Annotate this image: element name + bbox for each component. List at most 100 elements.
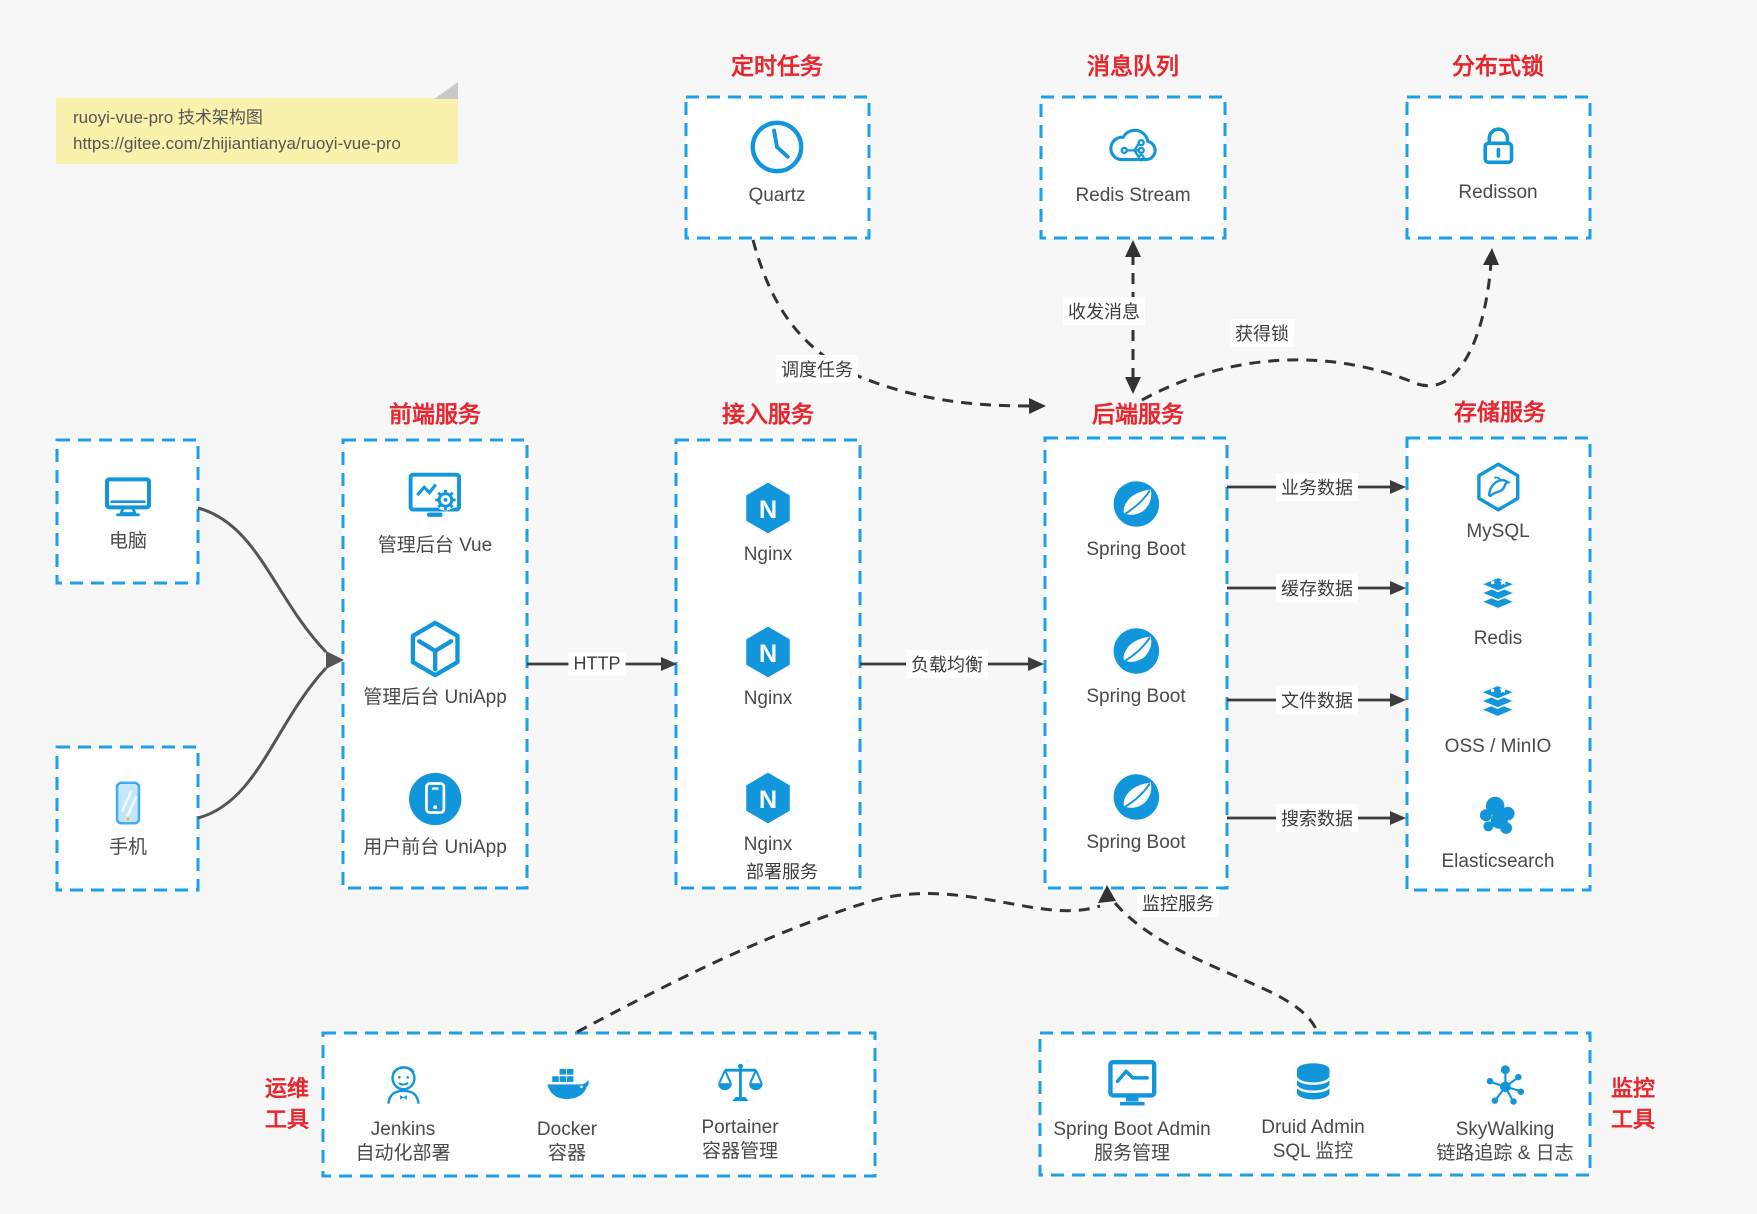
edge-computer-frontend — [197, 506, 328, 654]
monitor-chart-icon — [1107, 1059, 1157, 1106]
title-monitoring-tools: 监控 工具 — [1611, 1073, 1655, 1135]
note-fold-corner — [434, 82, 458, 99]
node-label: Elasticsearch — [1441, 851, 1555, 872]
node-label: Jenkins — [370, 1119, 436, 1140]
jenkins-icon — [386, 1066, 420, 1104]
node-docker: Docker 容器 — [537, 1060, 597, 1166]
node-nginx-3: N Nginx — [739, 769, 797, 857]
node-redis-stream: Redis Stream — [1075, 116, 1191, 208]
edge-label-send-receive-message: 收发消息 — [1063, 297, 1145, 325]
edge-label-load-balance: 负载均衡 — [906, 650, 988, 678]
title-access: 接入服务 — [722, 401, 814, 427]
node-portainer: Portainer 容器管理 — [701, 1058, 779, 1164]
node-spring-boot-admin: Spring Boot Admin 服务管理 — [1053, 1056, 1211, 1166]
edge-schedule-task — [751, 239, 1031, 408]
node-jenkins: Jenkins 自动化部署 — [355, 1058, 451, 1166]
node-label: 电脑 — [108, 531, 147, 552]
nginx-icon: N — [746, 626, 790, 678]
node-admin-uniapp: 管理后台 UniApp — [363, 618, 507, 710]
note-url: https://gitee.com/zhijiantianya/ruoyi-vu… — [73, 134, 401, 153]
node-label: 用户前台 UniApp — [363, 837, 507, 858]
node-spring-boot-1: Spring Boot — [1086, 476, 1186, 562]
title-lock: 分布式锁 — [1452, 53, 1544, 79]
node-label: 管理后台 UniApp — [363, 687, 507, 708]
elasticsearch-icon — [1479, 796, 1515, 834]
node-label: MySQL — [1466, 521, 1530, 542]
node-oss-minio: OSS / MinIO — [1444, 673, 1552, 759]
node-druid-admin: Druid Admin SQL 监控 — [1261, 1058, 1365, 1164]
title-ops-tools: 运维 工具 — [265, 1073, 309, 1135]
nginx-icon: N — [746, 482, 790, 534]
title-mq: 消息队列 — [1087, 53, 1179, 79]
monitor-gear-icon — [408, 472, 462, 517]
node-label: Spring Boot — [1086, 832, 1186, 853]
node-skywalking: SkyWalking 链路追踪 & 日志 — [1436, 1060, 1574, 1166]
node-label: Nginx — [743, 834, 793, 855]
node-label: Redisson — [1458, 182, 1538, 203]
smartphone-icon — [115, 781, 141, 825]
box-computer — [55, 438, 200, 585]
storage-stack-icon — [1479, 684, 1517, 718]
client-arrows — [197, 506, 328, 820]
node-label: Nginx — [743, 688, 793, 709]
node-label: Spring Boot — [1086, 539, 1186, 560]
edge-deploy-service — [576, 892, 1101, 1034]
node-label: Redis — [1473, 628, 1523, 649]
nginx-icon: N — [746, 772, 790, 824]
node-nginx-1: N Nginx — [739, 479, 797, 567]
title-frontend: 前端服务 — [389, 401, 481, 427]
box-lock — [1405, 95, 1592, 240]
box-mq — [1039, 95, 1227, 240]
node-user-uniapp: 用户前台 UniApp — [363, 768, 507, 860]
phone-circle-icon — [408, 772, 462, 826]
node-elasticsearch: Elasticsearch — [1442, 790, 1555, 874]
uniapp-cube-icon — [410, 620, 460, 678]
edge-label-search-data: 搜索数据 — [1276, 804, 1358, 832]
node-nginx-2: N Nginx — [739, 623, 797, 711]
network-graph-icon — [1486, 1065, 1524, 1105]
node-sublabel: 容器管理 — [701, 1141, 779, 1162]
node-sublabel: 链路追踪 & 日志 — [1436, 1143, 1574, 1164]
node-sublabel: 容器 — [547, 1143, 586, 1164]
node-sublabel: SQL 监控 — [1272, 1141, 1354, 1162]
node-redisson: Redisson — [1458, 117, 1538, 205]
node-label: 手机 — [108, 837, 147, 858]
monitoring-title-line1: 监控 — [1610, 1076, 1656, 1101]
node-label: Docker — [536, 1119, 598, 1140]
sticky-note: ruoyi-vue-pro 技术架构图 https://gitee.com/zh… — [56, 82, 458, 164]
title-scheduler: 定时任务 — [731, 53, 823, 79]
docker-icon — [547, 1068, 589, 1099]
node-mysql: MySQL — [1466, 460, 1530, 544]
edge-label-business-data: 业务数据 — [1276, 473, 1358, 501]
node-label: Spring Boot Admin — [1053, 1119, 1211, 1140]
cloud-stream-icon — [1108, 128, 1157, 162]
node-label: OSS / MinIO — [1444, 736, 1552, 757]
node-computer: 电脑 — [100, 468, 156, 554]
monitoring-title-line2: 工具 — [1610, 1107, 1656, 1132]
node-label: Spring Boot — [1086, 686, 1186, 707]
clock-icon — [750, 120, 804, 174]
spring-boot-icon — [1113, 774, 1159, 820]
database-icon — [1295, 1063, 1331, 1100]
edge-phone-frontend — [197, 666, 328, 820]
title-storage: 存储服务 — [1454, 399, 1546, 425]
edge-monitor-service — [1113, 902, 1319, 1032]
node-phone: 手机 — [101, 776, 155, 860]
edge-label-cache-data: 缓存数据 — [1276, 574, 1358, 602]
monitor-icon — [105, 477, 151, 517]
box-scheduler — [684, 95, 871, 240]
title-backend: 后端服务 — [1092, 401, 1184, 427]
node-sublabel: 自动化部署 — [355, 1143, 451, 1164]
scales-icon — [717, 1063, 763, 1102]
ops-title-line2: 工具 — [264, 1107, 310, 1132]
spring-boot-icon — [1113, 628, 1159, 674]
node-spring-boot-3: Spring Boot — [1086, 769, 1186, 855]
edge-label-deploy-service: 部署服务 — [741, 857, 823, 885]
box-ops — [321, 1031, 877, 1178]
node-admin-vue: 管理后台 Vue — [378, 466, 492, 558]
edge-label-monitor-service: 监控服务 — [1137, 889, 1219, 917]
svg-text:N: N — [759, 496, 777, 524]
node-label: Quartz — [748, 185, 806, 206]
ops-title-line1: 运维 — [264, 1076, 310, 1101]
